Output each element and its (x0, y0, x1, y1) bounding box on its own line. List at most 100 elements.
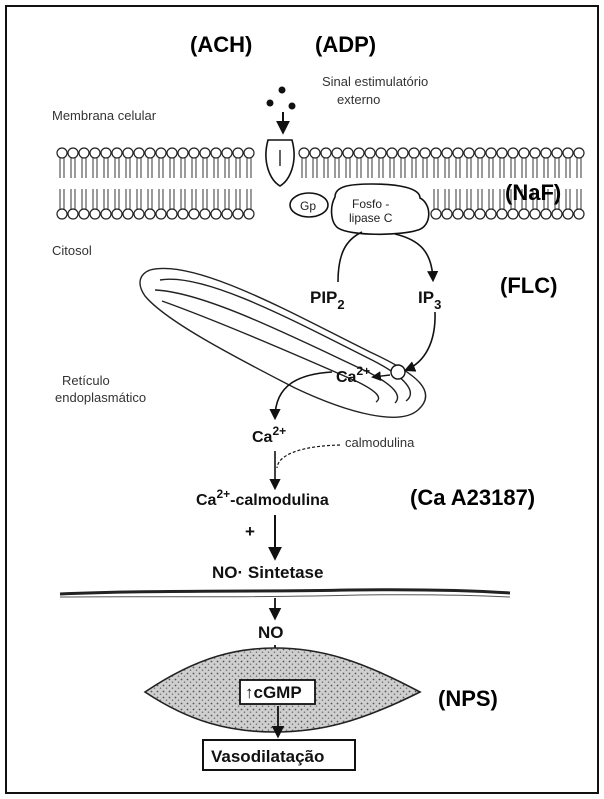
lipid-tail (181, 189, 185, 209)
lipid-head (409, 148, 419, 158)
lipid-tail (357, 158, 361, 178)
lipid-tail (170, 158, 174, 178)
calmodulina-label: calmodulina (345, 435, 415, 450)
lipid-head (541, 148, 551, 158)
lipid-head (442, 148, 452, 158)
lipid-tail (181, 158, 185, 178)
lipid-head (464, 148, 474, 158)
lipid-tail (368, 158, 372, 178)
signal-label-line2: externo (337, 92, 380, 107)
lipid-head (431, 148, 441, 158)
ca-a23187-label: (Ca A23187) (410, 485, 535, 510)
lipid-head (420, 148, 430, 158)
ip3-to-er-arrow (406, 312, 435, 370)
lipid-tail (555, 158, 559, 178)
lipid-tail (104, 189, 108, 209)
cgmp-label: ↑cGMP (245, 683, 302, 702)
lipid-head (145, 148, 155, 158)
lipid-tail (511, 158, 515, 178)
nps-label: (NPS) (438, 686, 498, 711)
lipid-head (497, 209, 507, 219)
cytosol-label: Citosol (52, 243, 92, 258)
lipid-tail (533, 158, 537, 178)
lipid-head (134, 209, 144, 219)
endoplasmic-reticulum (140, 268, 426, 417)
lipid-tail (126, 158, 130, 178)
lipid-head (244, 209, 254, 219)
lipid-head (167, 148, 177, 158)
lipid-head (530, 148, 540, 158)
lipid-tail (434, 158, 438, 178)
lipid-tail (148, 158, 152, 178)
lipid-tail (500, 189, 504, 209)
cell-boundary (60, 590, 510, 597)
lipid-head (112, 148, 122, 158)
ach-label: (ACH) (190, 32, 252, 57)
lipid-head (299, 148, 309, 158)
lipid-head (101, 209, 111, 219)
lipid-head (68, 209, 78, 219)
lipid-tail (203, 189, 207, 209)
lipid-head (508, 148, 518, 158)
lipid-tail (566, 158, 570, 178)
lipid-head (563, 148, 573, 158)
lipid-head (453, 148, 463, 158)
lipid-head (453, 209, 463, 219)
lipid-tail (302, 158, 306, 178)
lipid-head (57, 209, 67, 219)
lipid-head (486, 209, 496, 219)
lipid-tail (225, 189, 229, 209)
er-label-line1: Retículo (62, 373, 110, 388)
membrane-label: Membrana celular (52, 108, 157, 123)
lipid-head (321, 148, 331, 158)
lipid-tail (445, 158, 449, 178)
gp-label: Gp (300, 199, 316, 213)
lipid-tail (71, 158, 75, 178)
lipid-tail (467, 158, 471, 178)
lipid-tail (324, 158, 328, 178)
lipid-head (68, 148, 78, 158)
lipid-tail (489, 189, 493, 209)
lipid-tail (82, 158, 86, 178)
lipid-tail (159, 189, 163, 209)
lipid-tail (313, 158, 317, 178)
lipid-head (552, 209, 562, 219)
lipid-tail (104, 158, 108, 178)
calmodulin-join-line (277, 445, 340, 468)
lipid-tail (71, 189, 75, 209)
lipid-head (156, 209, 166, 219)
lipid-tail (467, 189, 471, 209)
phospholipase-label-line2: lipase C (349, 211, 393, 225)
lipid-head (222, 148, 232, 158)
er-label-line2: endoplasmático (55, 390, 146, 405)
lipid-tail (566, 189, 570, 209)
pip2-label: PIP2 (310, 288, 345, 312)
ca-calmodulina-label: Ca2+-calmodulina (196, 487, 329, 509)
plc-to-pip2-arc (338, 232, 362, 282)
lipid-head (211, 209, 221, 219)
lipid-head (519, 209, 529, 219)
lipid-tail (93, 189, 97, 209)
lipid-tail (445, 189, 449, 209)
lipid-head (365, 148, 375, 158)
ca-free-label: Ca2+ (252, 424, 286, 446)
lipid-head (464, 209, 474, 219)
lipid-head (189, 209, 199, 219)
plus-sign: + (245, 522, 255, 541)
lipid-head (552, 148, 562, 158)
lipid-head (541, 209, 551, 219)
lipid-head (574, 148, 584, 158)
lipid-head (178, 148, 188, 158)
lipid-tail (60, 189, 64, 209)
lipid-head (222, 209, 232, 219)
lipid-tail (203, 158, 207, 178)
lipid-head (354, 148, 364, 158)
lipid-head (343, 148, 353, 158)
lipid-tail (236, 158, 240, 178)
lipid-tail (159, 158, 163, 178)
lipid-head (167, 209, 177, 219)
lipid-tail (577, 189, 581, 209)
ip3-label: IP3 (418, 288, 441, 312)
lipid-head (233, 209, 243, 219)
lipid-tail (346, 158, 350, 178)
